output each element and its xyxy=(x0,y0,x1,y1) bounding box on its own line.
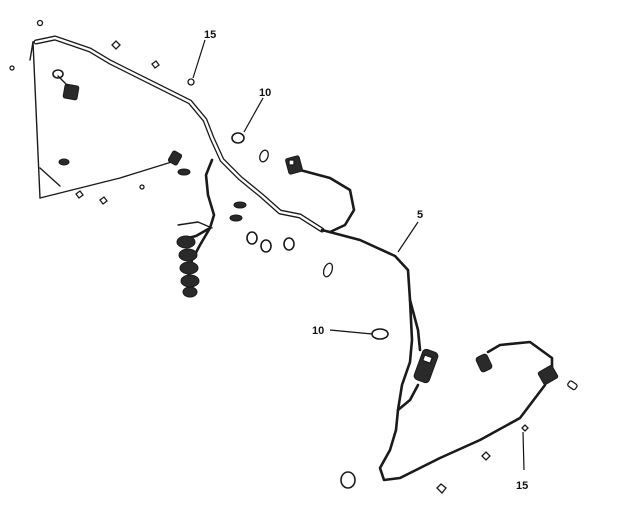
center-pigtail xyxy=(176,158,216,298)
leader-lines xyxy=(192,39,525,471)
main-conduit xyxy=(33,35,325,233)
right-connector-branch xyxy=(475,340,578,391)
black-wire-main xyxy=(320,228,547,482)
top-left-connector xyxy=(52,69,80,101)
callout-15-bottom: 15 xyxy=(516,480,528,492)
large-connector xyxy=(413,348,439,384)
callout-5: 5 xyxy=(417,209,423,221)
clips-fasteners xyxy=(9,19,529,494)
callout-10-middle: 10 xyxy=(312,325,324,337)
callout-15-top: 15 xyxy=(204,29,216,41)
upper-connector-loop xyxy=(285,155,356,234)
left-small-connector xyxy=(167,150,183,166)
callout-10-top: 10 xyxy=(259,87,271,99)
left-harness-frame xyxy=(29,41,179,199)
